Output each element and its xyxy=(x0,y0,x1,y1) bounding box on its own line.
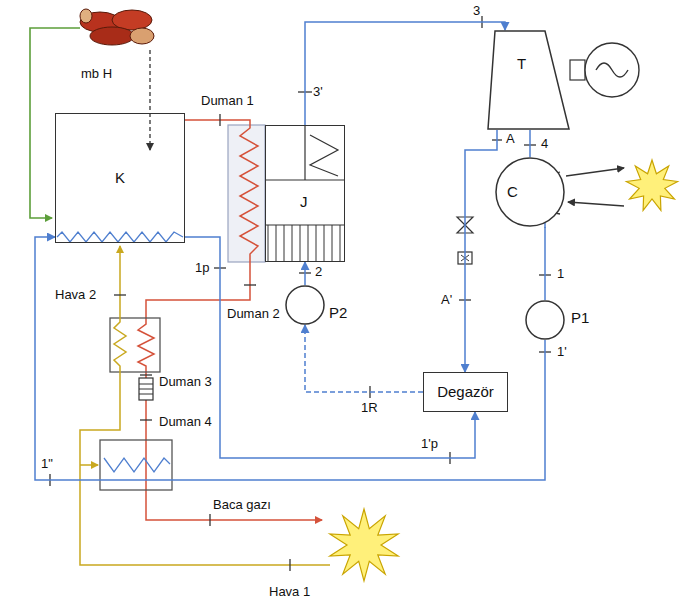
boiler-coil xyxy=(57,232,183,242)
economizer-stack xyxy=(139,378,153,400)
water-steam-line xyxy=(35,237,545,480)
shape-outline xyxy=(496,158,564,226)
j-internals xyxy=(304,125,305,180)
callout-label: 1" xyxy=(40,456,54,472)
air-branch xyxy=(80,464,98,466)
callout-label: A' xyxy=(440,292,453,308)
callout-label: 1R xyxy=(360,400,379,416)
flue-gas-line xyxy=(138,120,258,440)
condenser-internals xyxy=(566,168,624,176)
generator-symbol xyxy=(570,43,639,97)
j-internals xyxy=(265,225,345,262)
callout-label: 4 xyxy=(540,136,549,152)
exchanger-coil xyxy=(104,458,170,472)
economizer-stack xyxy=(139,394,153,395)
water-steam-line xyxy=(304,262,306,285)
heat-burst xyxy=(626,160,677,210)
circle-outline xyxy=(525,300,565,340)
callout-label: Duman 3 xyxy=(158,374,213,390)
heat-rejection-bursts xyxy=(330,160,678,581)
j-internals xyxy=(310,135,338,176)
circle-outline xyxy=(285,285,325,325)
callout-label: 3 xyxy=(472,3,481,19)
callout-label: Hava 2 xyxy=(54,287,97,303)
economizer-stack xyxy=(139,378,153,400)
generator-symbol xyxy=(596,63,628,77)
node-label: Degazör xyxy=(437,384,494,401)
fuel-logs xyxy=(130,28,154,44)
fuel-logs xyxy=(90,27,134,45)
generator-symbol xyxy=(585,43,639,97)
water-steam-line xyxy=(185,237,475,458)
state-ticks xyxy=(244,284,256,285)
callout-label: 1 xyxy=(556,266,565,282)
state-ticks xyxy=(140,419,152,420)
water-steam-line xyxy=(465,130,497,372)
circle-outline xyxy=(495,157,565,227)
node-label: K xyxy=(115,170,125,187)
shape-outline xyxy=(488,31,569,129)
node-label: J xyxy=(300,194,308,211)
callout-label: mb H xyxy=(80,66,113,82)
pump-arrows xyxy=(305,293,545,332)
water-steam-line xyxy=(305,22,505,125)
state-ticks xyxy=(289,559,290,571)
water-steam-line xyxy=(305,325,423,392)
fuel-logs xyxy=(80,9,92,23)
callout-label: 2 xyxy=(314,264,323,280)
pump-circle: P2 xyxy=(285,285,325,325)
shape-outline xyxy=(286,286,324,324)
heater-box: J xyxy=(265,125,345,262)
heat-exchanger xyxy=(100,440,172,490)
j-internals xyxy=(265,125,345,262)
economizer-stack xyxy=(139,389,153,390)
shape-outline xyxy=(526,301,564,339)
callout-label: 1'p xyxy=(420,436,439,452)
turbine-shape: T xyxy=(487,30,570,130)
turbine-outline xyxy=(487,30,570,130)
state-ticks xyxy=(140,374,152,375)
callout-label: Baca gazı xyxy=(212,497,272,513)
economizer-stack xyxy=(139,384,153,385)
air-line xyxy=(80,246,330,565)
callout-label: Duman 1 xyxy=(200,93,255,109)
state-ticks xyxy=(209,514,210,526)
node-label: C xyxy=(507,184,518,201)
fuel-logs xyxy=(80,9,154,45)
generator-symbol xyxy=(570,60,585,80)
pump-circle: P1 xyxy=(525,300,565,340)
water-steam-line xyxy=(544,227,546,300)
node-label: P2 xyxy=(329,305,347,322)
water-steam-line xyxy=(529,130,531,157)
state-ticks xyxy=(50,16,551,571)
node-label: P1 xyxy=(571,310,589,327)
heat-burst xyxy=(330,509,398,581)
flue-gas-duct xyxy=(228,125,265,262)
callout-label: Duman 4 xyxy=(158,414,213,430)
condenser-internals xyxy=(568,202,624,206)
heat-input-arrow xyxy=(149,50,150,150)
state-ticks xyxy=(219,114,220,126)
callout-label: 3' xyxy=(312,84,324,100)
condenser-circle: C xyxy=(495,157,565,227)
callout-label: 1' xyxy=(556,344,568,360)
callout-label: Hava 1 xyxy=(268,584,311,600)
callout-label: A xyxy=(505,131,516,147)
callout-label: Duman 2 xyxy=(226,306,281,322)
callout-label: 1p xyxy=(194,260,210,276)
deaerator-box: Degazör xyxy=(423,372,508,412)
state-ticks xyxy=(114,294,126,295)
node-label: T xyxy=(517,56,526,73)
boiler-box: K xyxy=(55,113,185,243)
